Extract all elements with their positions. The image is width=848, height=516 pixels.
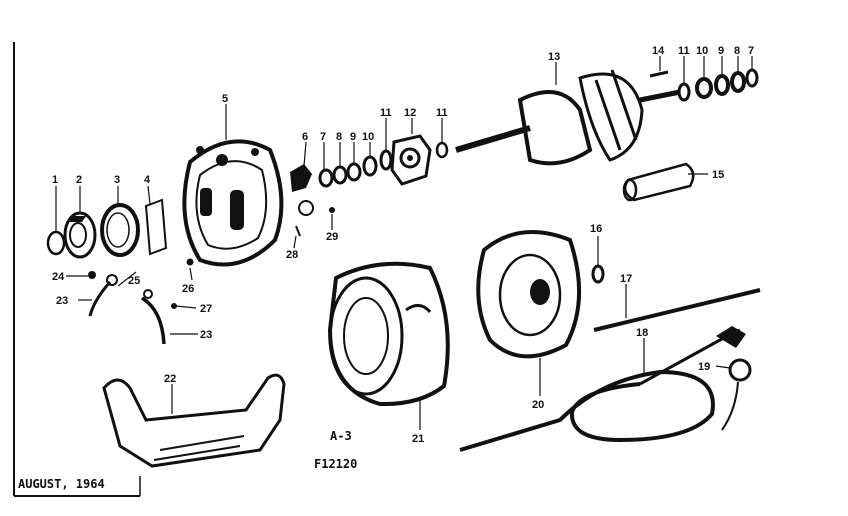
part-20-fan-housing <box>476 230 582 359</box>
part-6-brush-holder <box>290 164 314 216</box>
part-11-washer-right <box>435 141 449 159</box>
part-1-cap <box>46 230 66 256</box>
leader-lines <box>55 56 753 430</box>
part-22-base <box>102 373 286 468</box>
label-part-22: 22 <box>164 373 176 385</box>
label-part-28: 28 <box>286 249 298 261</box>
label-part-17: 17 <box>620 273 632 285</box>
label-part-12: 12 <box>404 107 416 119</box>
part-2-retainer <box>63 211 97 259</box>
part-23-clip-right <box>141 296 166 345</box>
figure-code: A-3 <box>330 429 352 443</box>
part-23-clip-left <box>88 281 112 317</box>
part-28-29-fasteners <box>295 207 335 237</box>
label-part-26: 26 <box>182 283 194 295</box>
part-5-end-frame <box>182 139 284 267</box>
label-part-10: 10 <box>362 131 374 143</box>
part-3-ring <box>100 203 140 257</box>
label-part-25: 25 <box>128 275 140 287</box>
label-part-7b: 7 <box>748 45 754 57</box>
part-12-bearing-housing <box>390 134 432 186</box>
label-part-23a: 23 <box>56 295 68 307</box>
label-part-29: 29 <box>326 231 338 243</box>
parts-24-27-screws <box>88 258 194 309</box>
label-part-9b: 9 <box>718 45 724 57</box>
label-part-15: 15 <box>712 169 724 181</box>
label-part-11c: 11 <box>678 45 690 57</box>
label-part-6: 6 <box>302 131 308 143</box>
label-part-23b: 23 <box>200 329 212 341</box>
part-14-key <box>649 70 669 78</box>
date-caption: AUGUST, 1964 <box>18 477 105 491</box>
label-part-8: 8 <box>336 131 342 143</box>
label-part-4: 4 <box>144 174 151 186</box>
parts-7-10-washers <box>318 149 393 188</box>
part-16-washer <box>591 264 605 284</box>
part-21-stator <box>327 261 450 407</box>
label-part-9: 9 <box>350 131 356 143</box>
parts-7-11-right-washers <box>677 68 759 102</box>
part-17-rod <box>593 288 761 332</box>
label-part-16: 16 <box>590 223 602 235</box>
label-part-27: 27 <box>200 303 212 315</box>
label-part-21: 21 <box>412 433 424 445</box>
part-13-rotor <box>455 69 681 166</box>
label-part-11b: 11 <box>436 107 448 119</box>
label-part-18: 18 <box>636 327 648 339</box>
figure-number: F12120 <box>314 457 357 471</box>
label-part-7: 7 <box>320 131 326 143</box>
label-part-2: 2 <box>76 174 82 186</box>
part-number-labels: 1 2 3 4 5 6 7 8 9 10 11 12 11 13 14 11 1… <box>52 45 754 445</box>
label-part-24: 24 <box>52 271 65 283</box>
label-part-20: 20 <box>532 399 544 411</box>
part-18-cord <box>459 326 746 452</box>
label-part-8b: 8 <box>734 45 740 57</box>
label-part-19: 19 <box>698 361 710 373</box>
part-19-plug <box>721 358 752 431</box>
label-part-3: 3 <box>114 174 120 186</box>
label-part-14: 14 <box>652 45 665 57</box>
part-4-plate <box>144 198 168 256</box>
label-part-10b: 10 <box>696 45 708 57</box>
label-part-13: 13 <box>548 51 560 63</box>
label-part-11a: 11 <box>380 107 392 119</box>
label-part-1: 1 <box>52 174 58 186</box>
part-15-sleeve <box>622 162 695 202</box>
label-part-5: 5 <box>222 93 228 105</box>
